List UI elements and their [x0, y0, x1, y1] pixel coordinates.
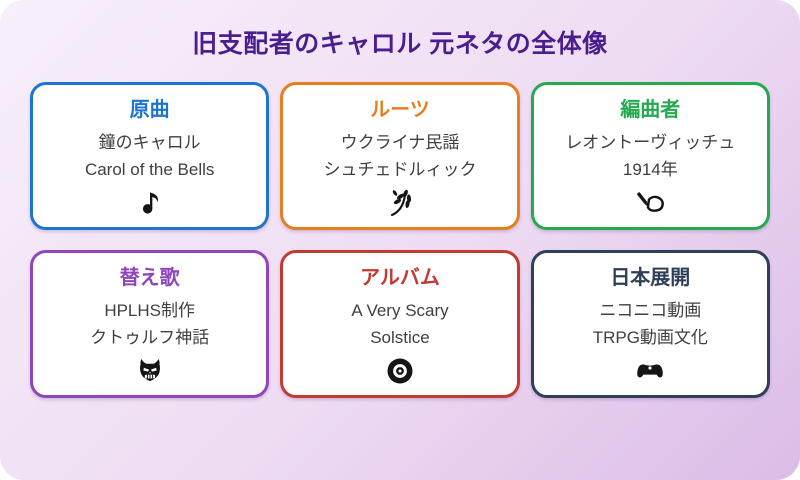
card-line: 鐘のキャロル — [98, 132, 201, 152]
card-label: ルーツ — [370, 98, 430, 121]
oni-mask-icon — [135, 355, 165, 387]
card-grid: 原曲 鐘のキャロル Carol of the Bells ルーツ ウクライナ民謡… — [0, 60, 800, 398]
card-line: ニコニコ動画 — [599, 300, 702, 320]
card-line: HPLHS制作 — [104, 300, 195, 320]
card-line: Carol of the Bells — [84, 160, 215, 179]
music-note-icon — [136, 187, 164, 219]
card-arranger: 編曲者 レオントーヴィッチュ 1914年 — [530, 82, 770, 230]
page-title: 旧支配者のキャロル 元ネタの全体像 — [192, 30, 608, 58]
card-japan-spread: 日本展開 ニコニコ動画 TRPG動画文化 — [530, 250, 770, 398]
card-album: アルバム A Very Scary Solstice — [280, 250, 520, 398]
card-label: 日本展開 — [610, 266, 691, 289]
card-label: 編曲者 — [620, 98, 681, 121]
card-roots: ルーツ ウクライナ民謡 シュチェドルィック — [280, 82, 520, 230]
writing-hand-icon — [633, 187, 667, 219]
card-line: Solstice — [370, 328, 430, 347]
card-line: A Very Scary — [351, 300, 449, 320]
card-label: 替え歌 — [119, 266, 180, 289]
vinyl-record-icon — [384, 355, 416, 387]
game-controller-icon — [633, 355, 667, 387]
card-line: シュチェドルィック — [323, 160, 477, 179]
card-parody-song: 替え歌 HPLHS制作 クトゥルフ神話 — [30, 250, 270, 398]
card-label: アルバム — [360, 266, 440, 289]
card-line: ウクライナ民謡 — [340, 132, 460, 152]
card-original-song: 原曲 鐘のキャロル Carol of the Bells — [30, 82, 270, 230]
card-line: TRPG動画文化 — [592, 328, 708, 347]
card-line: クトゥルフ神話 — [90, 328, 210, 347]
card-line: 1914年 — [622, 160, 678, 179]
rice-ear-icon — [384, 187, 416, 219]
card-line: レオントーヴィッチュ — [565, 132, 736, 152]
card-label: 原曲 — [129, 98, 170, 121]
